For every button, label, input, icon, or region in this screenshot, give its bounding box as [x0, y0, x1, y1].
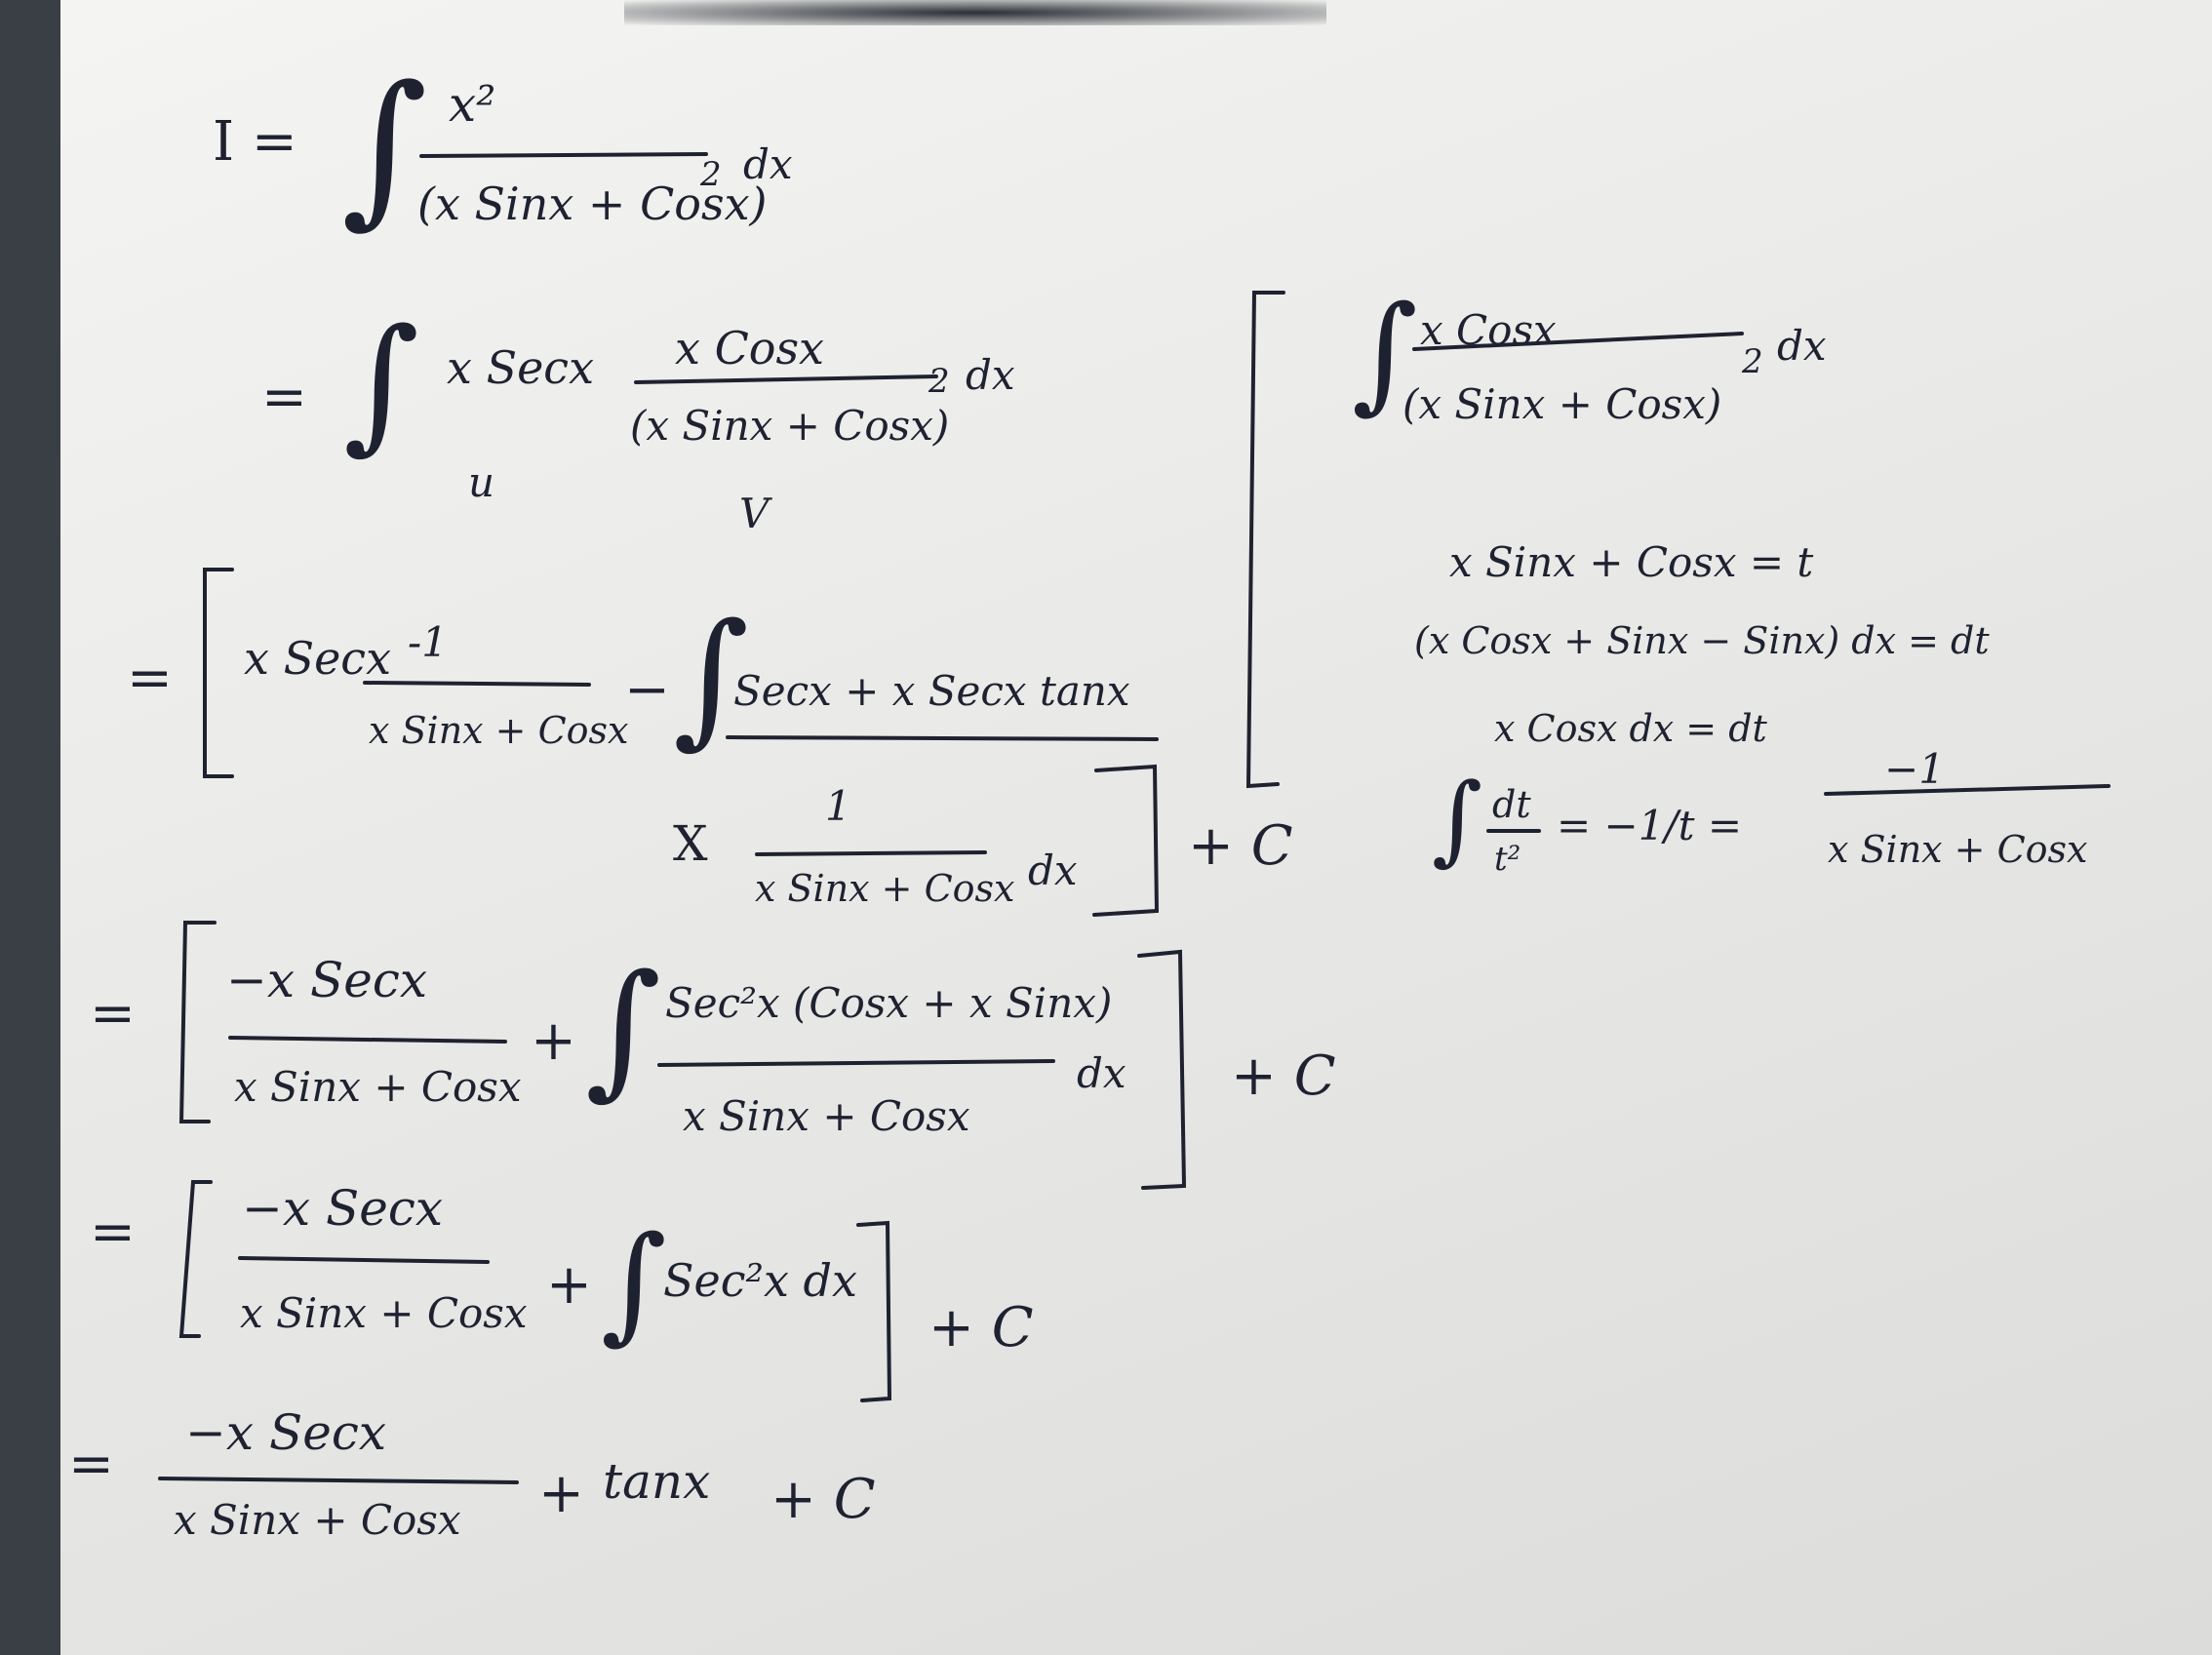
integral-lhs: I =: [213, 110, 297, 174]
line4-numerator2: Sec²x (Cosx + x Sinx): [665, 979, 1113, 1027]
line5-integrand: Sec²x dx: [663, 1254, 857, 1307]
side-differential: (x Cosx + Sinx − Sinx) dx = dt: [1414, 619, 1990, 662]
line2-dx: dx: [966, 351, 1015, 399]
line3-denominator3: x Sinx + Cosx: [755, 867, 1015, 910]
bracket-side-open: [1245, 291, 1285, 789]
bracket-close: [1137, 949, 1187, 1190]
line2-integral-sign: ∫: [343, 298, 420, 468]
line2-exponent: 2: [928, 362, 950, 401]
side-middle-result: = −1/t =: [1557, 802, 1743, 849]
line2-denominator: (x Sinx + Cosx): [630, 402, 950, 450]
line5-plus: +: [546, 1253, 592, 1317]
label-u: u: [468, 458, 495, 506]
fraction-bar: [158, 1477, 519, 1484]
bracket-open: [178, 921, 217, 1123]
side-integral-sign: ∫: [1352, 278, 1418, 426]
line3-equals: =: [127, 647, 173, 710]
fraction-bar: [1824, 784, 2111, 796]
integral-sign: ∫: [341, 51, 428, 244]
line6-tan: tanx: [603, 1453, 711, 1510]
line3-times: X: [673, 815, 708, 872]
side-frac-numerator: dt: [1492, 783, 1531, 826]
side-result-numerator: −1: [1884, 745, 1945, 793]
line4-constant: + C: [1231, 1044, 1336, 1108]
line4-equals: =: [90, 982, 136, 1045]
shadow: [624, 0, 1326, 25]
side-substitution: x Sinx + Cosx = t: [1449, 538, 1814, 586]
side-denominator: (x Sinx + Cosx): [1402, 380, 1722, 428]
fraction-bar: [1412, 332, 1744, 351]
line3-term: x Secx: [244, 632, 392, 685]
line6-numerator: −x Secx: [185, 1404, 387, 1461]
line4-numerator: −x Secx: [226, 952, 428, 1008]
side-dx: dx: [1777, 322, 1827, 370]
side-result-denominator: x Sinx + Cosx: [1828, 828, 2088, 871]
line3-integral-sign: ∫: [673, 593, 750, 763]
line4-plus: +: [531, 1009, 576, 1073]
line4-denominator2: x Sinx + Cosx: [683, 1092, 970, 1140]
line5-equals: =: [90, 1201, 136, 1264]
line6-plus: +: [538, 1462, 584, 1525]
line1-dx: dx: [743, 140, 793, 188]
line5-integral-sign: ∫: [601, 1208, 667, 1357]
fraction-bar: [363, 681, 591, 687]
fraction-bar: [634, 374, 938, 384]
bracket-close: [856, 1220, 892, 1402]
side-frac-denominator: t²: [1494, 840, 1521, 879]
line3-numerator3: 1: [825, 782, 851, 830]
line6-constant: + C: [770, 1468, 876, 1531]
line3-numerator: -1: [408, 618, 448, 666]
bracket-open: [178, 1180, 213, 1338]
line3-minus: −: [624, 658, 670, 722]
line2-numerator: x Cosx: [675, 322, 825, 374]
line3-dx: dx: [1028, 847, 1078, 894]
line6-equals: =: [68, 1433, 114, 1496]
line5-constant: + C: [928, 1296, 1034, 1359]
fraction-bar: [228, 1036, 507, 1044]
line1-exponent: 2: [700, 155, 722, 194]
line5-numerator: −x Secx: [242, 1180, 444, 1237]
side-simplified: x Cosx dx = dt: [1494, 707, 1767, 750]
line1-numerator: x²: [449, 76, 496, 133]
line3-numerator2: Secx + x Secx tanx: [733, 667, 1130, 715]
line2-equals: =: [261, 366, 307, 429]
side-exponent: 2: [1742, 342, 1763, 381]
line4-denominator: x Sinx + Cosx: [234, 1063, 522, 1111]
paper-sheet: [60, 0, 2212, 1655]
fraction-bar: [755, 850, 987, 856]
fraction-bar: [726, 735, 1159, 741]
fraction-bar: [419, 152, 708, 158]
line6-denominator: x Sinx + Cosx: [174, 1496, 461, 1544]
line1-denominator: (x Sinx + Cosx): [417, 177, 768, 230]
label-v: V: [739, 490, 770, 537]
line3-denominator: x Sinx + Cosx: [369, 709, 629, 752]
line4-dx: dx: [1077, 1049, 1126, 1097]
bracket-close: [1092, 764, 1160, 917]
line5-denominator: x Sinx + Cosx: [240, 1289, 528, 1337]
line4-integral-sign: ∫: [585, 944, 662, 1114]
side-integral-sign-2: ∫: [1432, 762, 1483, 876]
line3-constant: + C: [1188, 814, 1293, 878]
line2-u-term: x Secx: [447, 341, 595, 394]
bracket-open: [203, 568, 234, 778]
fraction-bar: [657, 1059, 1055, 1067]
fraction-bar: [238, 1256, 490, 1264]
